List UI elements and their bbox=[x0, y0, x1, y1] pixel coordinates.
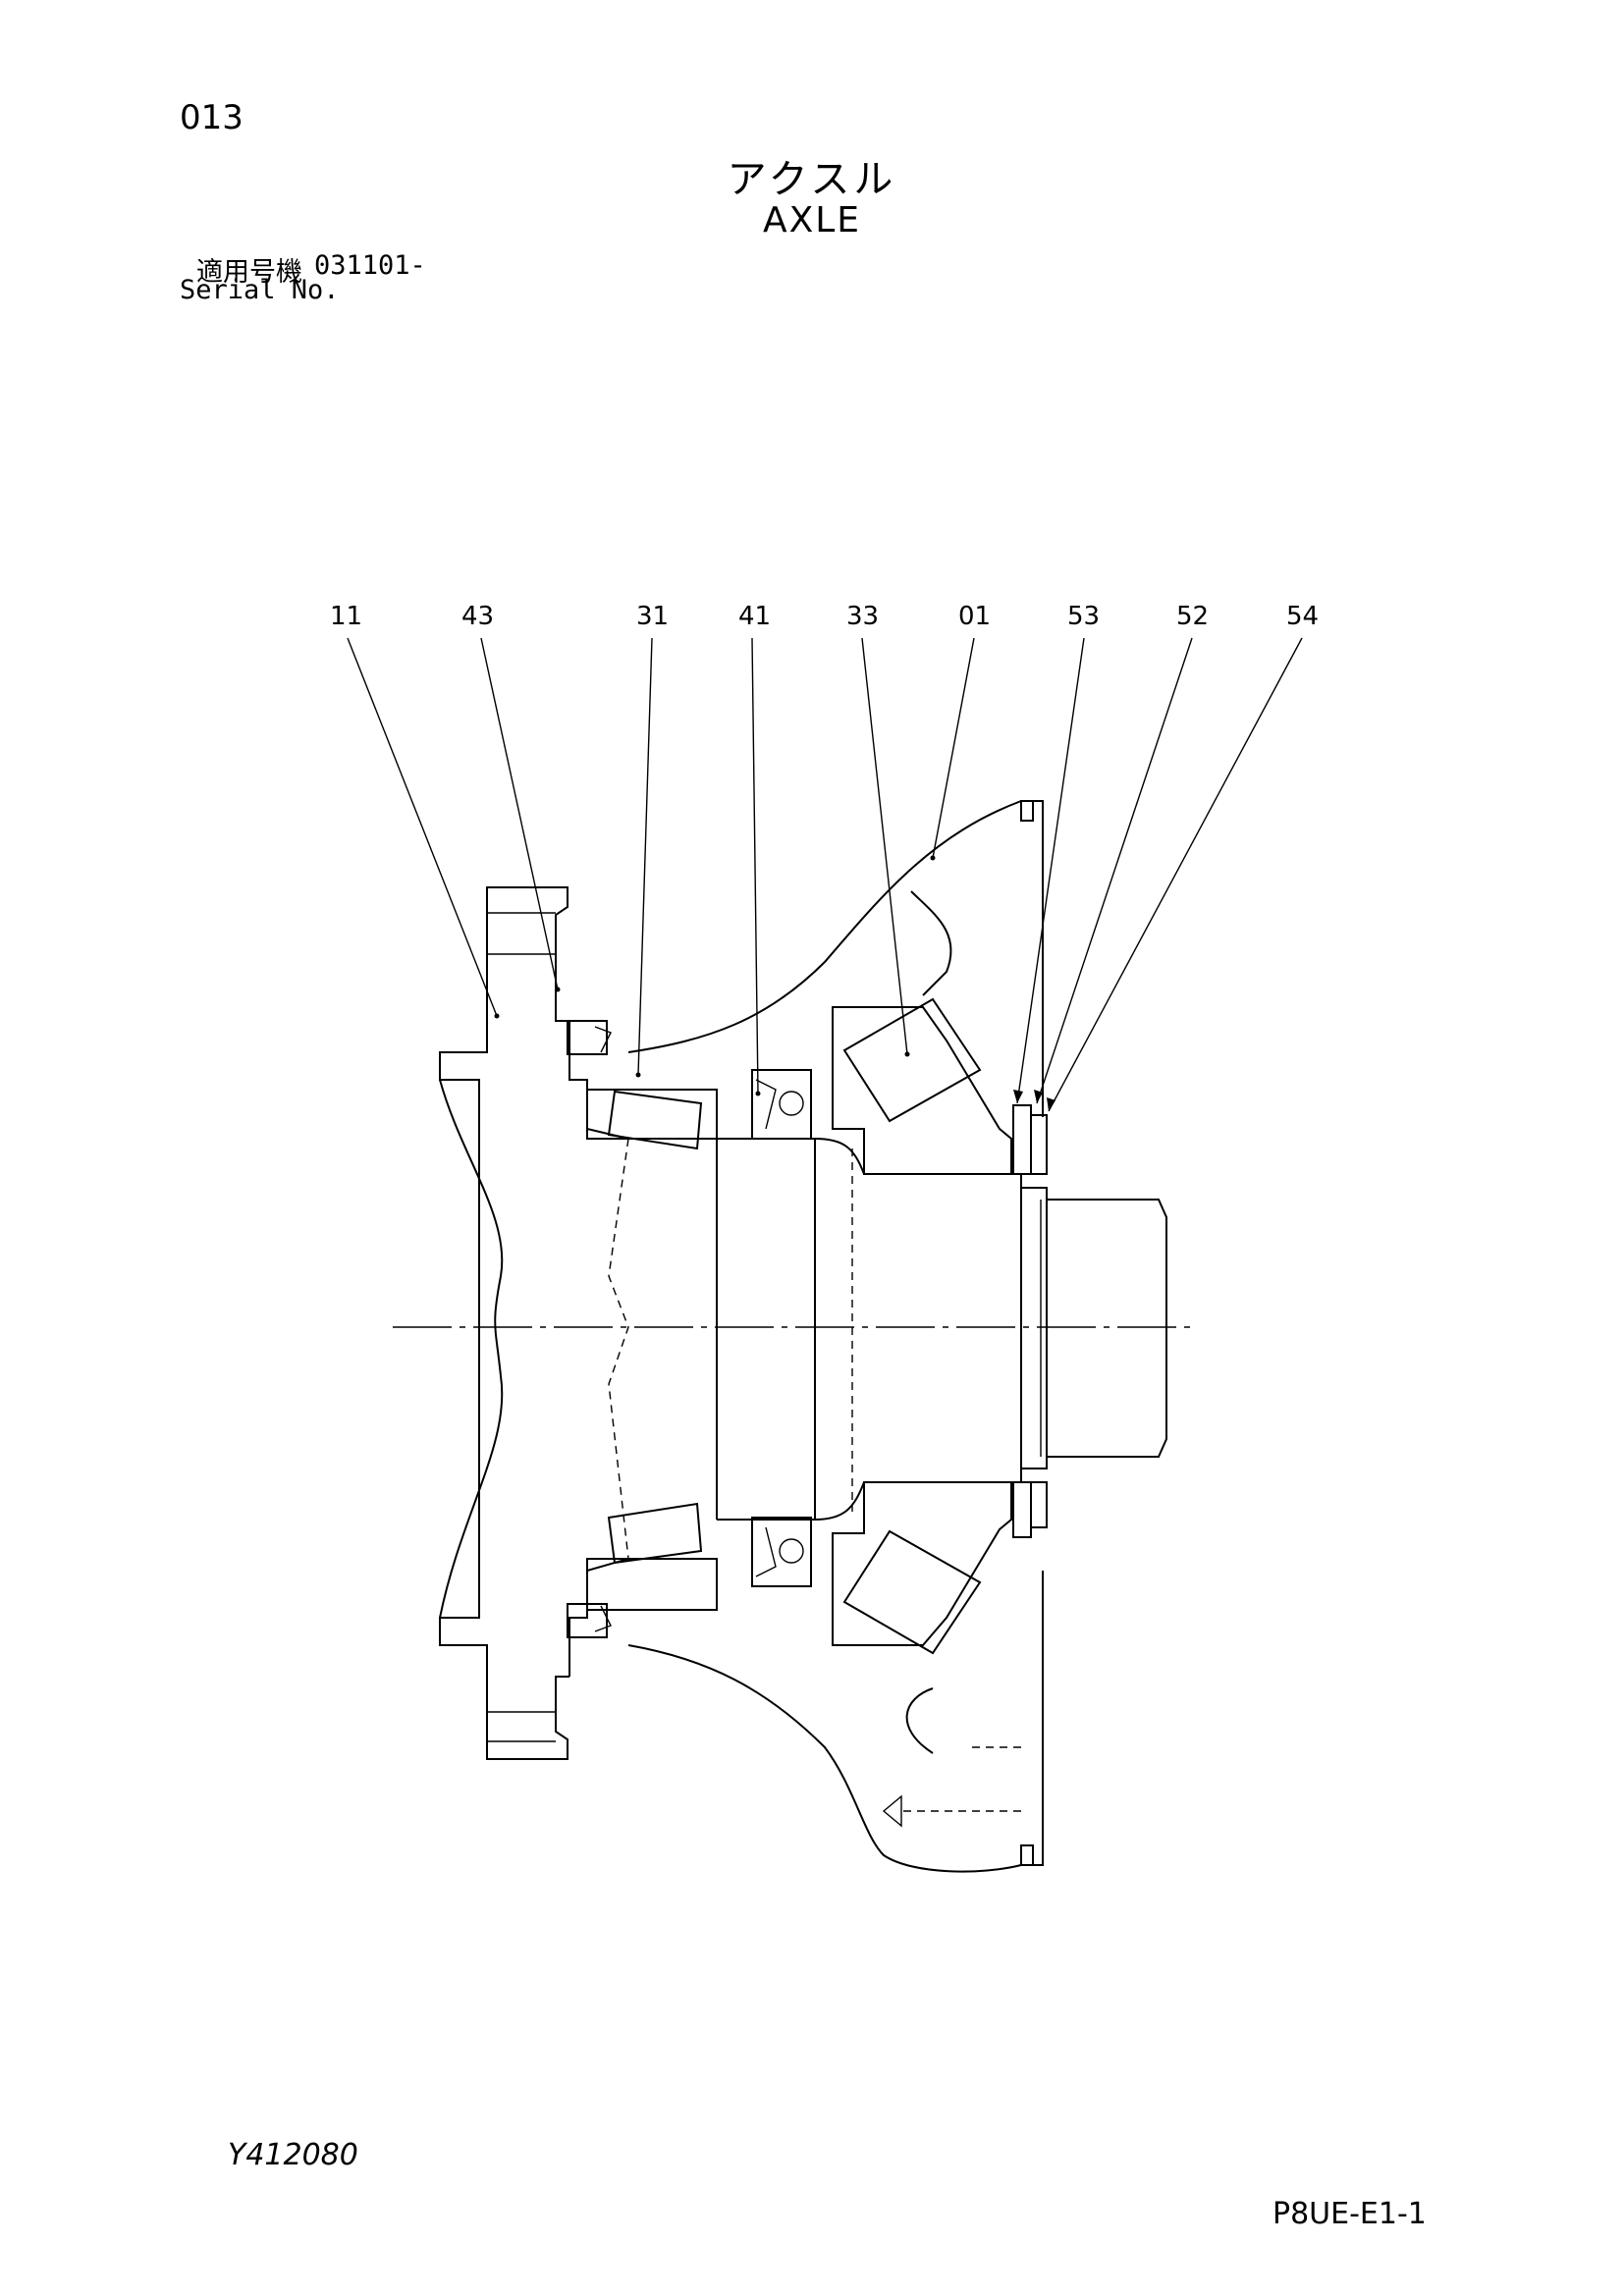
leader-dot-31 bbox=[635, 1072, 641, 1078]
leader-dot-01 bbox=[930, 855, 936, 861]
leader-dot-11 bbox=[494, 1013, 500, 1019]
title-english: AXLE bbox=[762, 200, 862, 240]
serial-label-english: Serial No. bbox=[180, 275, 340, 305]
nut-washer-52-53-54 bbox=[1012, 1104, 1048, 1538]
leader-11 bbox=[347, 637, 498, 1017]
arrow-54 bbox=[1047, 1097, 1056, 1111]
callout-41: 41 bbox=[738, 602, 771, 631]
seal-41 bbox=[751, 1069, 812, 1587]
leader-lines bbox=[347, 637, 1303, 1112]
leader-41 bbox=[751, 637, 759, 1095]
callout-31: 31 bbox=[636, 602, 669, 631]
title-japanese: アクスル bbox=[727, 157, 897, 202]
serial-label-japanese: 適用号機 bbox=[196, 257, 302, 288]
callout-43: 43 bbox=[461, 602, 494, 631]
sheet-code: P8UE-E1-1 bbox=[1272, 2197, 1427, 2231]
leader-dot-41 bbox=[755, 1091, 761, 1096]
arrow-53 bbox=[1013, 1090, 1023, 1103]
leader-dot-33 bbox=[904, 1051, 910, 1057]
housing-01 bbox=[627, 800, 1044, 1873]
leader-52 bbox=[1036, 637, 1193, 1104]
leader-54 bbox=[1048, 637, 1303, 1112]
callout-11: 11 bbox=[330, 602, 362, 631]
callout-54: 54 bbox=[1286, 602, 1319, 631]
leader-53 bbox=[1016, 637, 1085, 1104]
serial-value: 031101- bbox=[314, 250, 426, 281]
leader-31 bbox=[637, 637, 653, 1076]
bearing-31 bbox=[586, 1089, 718, 1611]
leader-43 bbox=[480, 637, 559, 990]
page-number: 013 bbox=[180, 98, 244, 137]
callout-01: 01 bbox=[958, 602, 991, 631]
drawing-code: Y412080 bbox=[228, 2138, 358, 2172]
callout-33: 33 bbox=[846, 602, 879, 631]
callout-52: 52 bbox=[1176, 602, 1209, 631]
callout-53: 53 bbox=[1067, 602, 1100, 631]
leader-01 bbox=[932, 637, 975, 859]
bearing-33 bbox=[832, 997, 1012, 1655]
seal-43 bbox=[567, 1020, 612, 1638]
arrow-52 bbox=[1034, 1090, 1043, 1103]
spindle bbox=[608, 1138, 1167, 1560]
hub-flange-11 bbox=[439, 886, 717, 1760]
leader-33 bbox=[861, 637, 908, 1055]
